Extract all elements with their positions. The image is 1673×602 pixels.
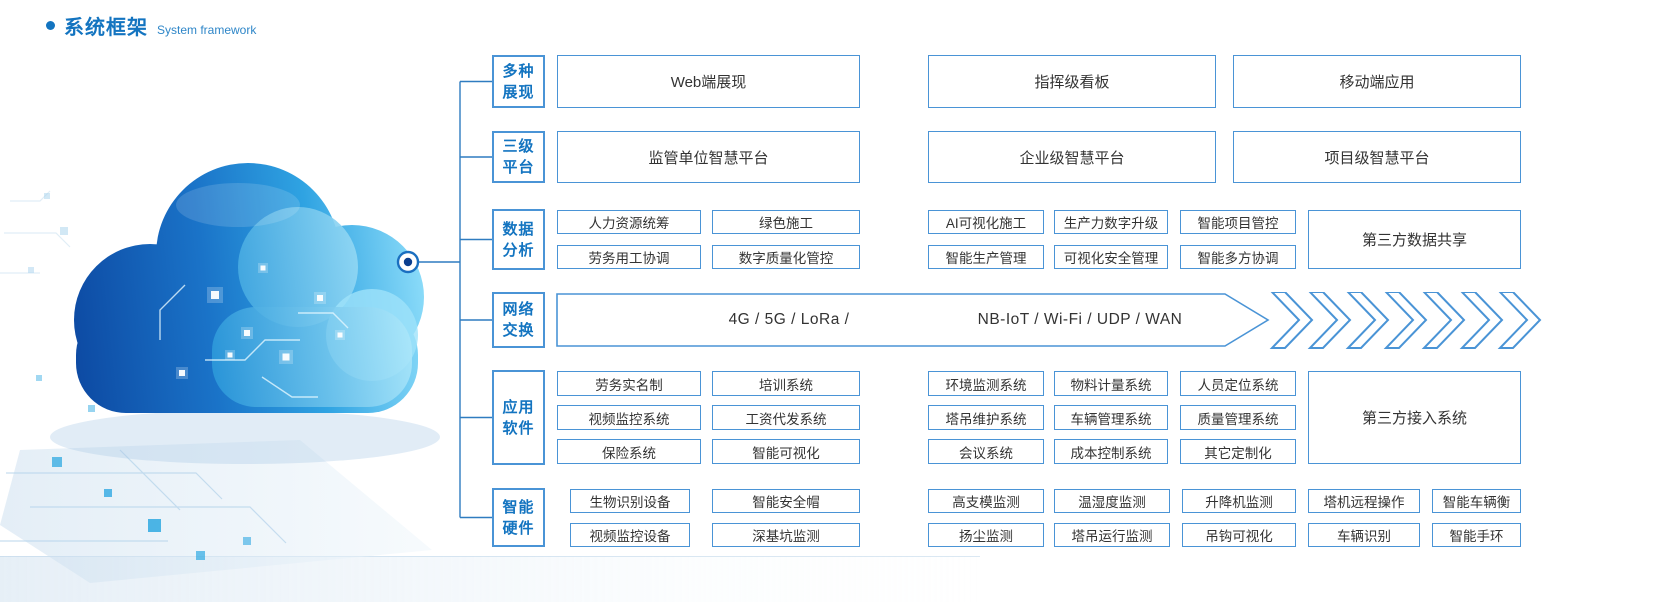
- category-row-network: 网络交换: [492, 292, 1582, 348]
- diagram-box: 环境监测系统: [928, 371, 1044, 396]
- diagram-box: 智能车辆衡: [1432, 489, 1521, 513]
- circuit-platform: [0, 375, 432, 583]
- diagram-box: 塔吊运行监测: [1054, 523, 1170, 547]
- network-protocols-right: NB-IoT / Wi-Fi / UDP / WAN: [977, 311, 1183, 328]
- bullet-icon: [46, 21, 55, 30]
- category-label-hardware: 智能硬件: [492, 488, 545, 547]
- category-label-line: 三级: [502, 138, 535, 155]
- category-label-platforms: 三级平台: [492, 131, 545, 183]
- cloud-circuit-traces: [159, 284, 349, 398]
- category-label-analysis: 数据分析: [492, 209, 545, 270]
- diagram-box: 第三方接入系统: [1308, 371, 1521, 464]
- diagram-box: 扬尘监测: [928, 523, 1044, 547]
- page-title: 系统框架 System framework: [46, 11, 256, 40]
- diagram-box: 智能项目管控: [1180, 210, 1296, 234]
- diagram-box: Web端展现: [557, 55, 860, 108]
- diagram-box: 升降机监测: [1182, 489, 1296, 513]
- cloud-body: [74, 163, 424, 413]
- diagram-box: 质量管理系统: [1180, 405, 1296, 430]
- category-label-line: 数据: [502, 220, 535, 238]
- diagram-box: AI可视化施工: [928, 210, 1044, 234]
- chevron-icon: [1307, 291, 1352, 349]
- diagram-box: 数字质量化管控: [712, 245, 860, 269]
- cloud-illustration: [0, 163, 440, 583]
- diagram-box: 生产力数字升级: [1054, 210, 1168, 234]
- category-row-platforms: 三级平台监管单位智慧平台企业级智慧平台项目级智慧平台: [492, 131, 1582, 183]
- category-label-apps: 应用软件: [492, 370, 545, 465]
- chevron-icon: [1497, 291, 1542, 349]
- diagram-box: 深基坑监测: [712, 523, 860, 547]
- network-arrow-box: [556, 293, 1270, 347]
- category-label-network: 网络交换: [492, 292, 545, 348]
- diagram-box: 可视化安全管理: [1054, 245, 1168, 269]
- category-label-line: 平台: [502, 159, 535, 176]
- diagram-box: 劳务用工协调: [557, 245, 701, 269]
- diagram-box: 会议系统: [928, 439, 1044, 464]
- diagram-box: 温湿度监测: [1054, 489, 1170, 513]
- diagram-box: 监管单位智慧平台: [557, 131, 860, 183]
- diagram-box: 智能手环: [1432, 523, 1521, 547]
- category-label-line: 分析: [502, 241, 535, 259]
- network-protocols-left: 4G / 5G / LoRa /: [728, 311, 850, 328]
- category-label-line: 网络: [502, 301, 535, 318]
- diagram-box: 工资代发系统: [712, 405, 860, 430]
- diagram-box: 物料计量系统: [1054, 371, 1168, 396]
- chevron-icon: [1383, 291, 1428, 349]
- chevron-icon: [1421, 291, 1466, 349]
- category-row-hardware: 智能硬件生物识别设备智能安全帽高支模监测温湿度监测升降机监测塔机远程操作智能车辆…: [492, 488, 1582, 547]
- title-zh: 系统框架: [64, 17, 148, 39]
- diagram-box: 企业级智慧平台: [928, 131, 1216, 183]
- diagram-box: 智能安全帽: [712, 489, 860, 513]
- diagram-box: 高支模监测: [928, 489, 1044, 513]
- diagram-box: 移动端应用: [1233, 55, 1521, 108]
- background-squares: [28, 193, 68, 273]
- diagram-box: 智能多方协调: [1180, 245, 1296, 269]
- category-row-apps: 应用软件劳务实名制培训系统环境监测系统物料计量系统人员定位系统视频监控系统工资代…: [492, 370, 1582, 465]
- category-label-line: 展现: [502, 83, 535, 101]
- diagram-box: 第三方数据共享: [1308, 210, 1521, 269]
- category-label-line: 软件: [502, 419, 535, 437]
- diagram-box: 其它定制化: [1180, 439, 1296, 464]
- category-label-line: 交换: [502, 322, 535, 339]
- category-label-line: 多种: [502, 62, 535, 80]
- chevron-icon: [1269, 291, 1314, 349]
- diagram-box: 塔机远程操作: [1308, 489, 1420, 513]
- chevron-icon: [1459, 291, 1504, 349]
- diagram-box: 指挥级看板: [928, 55, 1216, 108]
- diagram-box: 人员定位系统: [1180, 371, 1296, 396]
- cloud-shadow: [50, 410, 440, 464]
- diagram-box: 人力资源统筹: [557, 210, 701, 234]
- diagram-box: 生物识别设备: [570, 489, 690, 513]
- diagram-box: 塔吊维护系统: [928, 405, 1044, 430]
- diagram-box: 保险系统: [557, 439, 701, 464]
- tree-lines: [418, 80, 492, 519]
- category-label-line: 应用: [502, 398, 535, 416]
- diagram-box: 吊钩可视化: [1182, 523, 1296, 547]
- connector-dot-core: [403, 257, 413, 267]
- category-label-display: 多种展现: [492, 55, 545, 108]
- network-arrow-svg: [556, 291, 1542, 349]
- chevron-icon: [1345, 291, 1390, 349]
- title-en: System framework: [157, 23, 257, 37]
- diagram-box: 视频监控系统: [557, 405, 701, 430]
- diagram-box: 智能可视化: [712, 439, 860, 464]
- diagram-box: 项目级智慧平台: [1233, 131, 1521, 183]
- diagram-box: 视频监控设备: [570, 523, 690, 547]
- diagram-box: 绿色施工: [712, 210, 860, 234]
- diagram-box: 劳务实名制: [557, 371, 701, 396]
- diagram-box: 车辆管理系统: [1054, 405, 1168, 430]
- category-label-line: 智能: [502, 498, 535, 516]
- diagram-box: 成本控制系统: [1054, 439, 1168, 464]
- category-label-line: 硬件: [502, 519, 535, 537]
- glow-squares: [176, 263, 345, 379]
- diagram-box: 智能生产管理: [928, 245, 1044, 269]
- diagram-box: 培训系统: [712, 371, 860, 396]
- network-arrow-band: 4G / 5G / LoRa / NB-IoT / Wi-Fi / UDP / …: [549, 291, 1561, 352]
- diagram-box: 车辆识别: [1308, 523, 1420, 547]
